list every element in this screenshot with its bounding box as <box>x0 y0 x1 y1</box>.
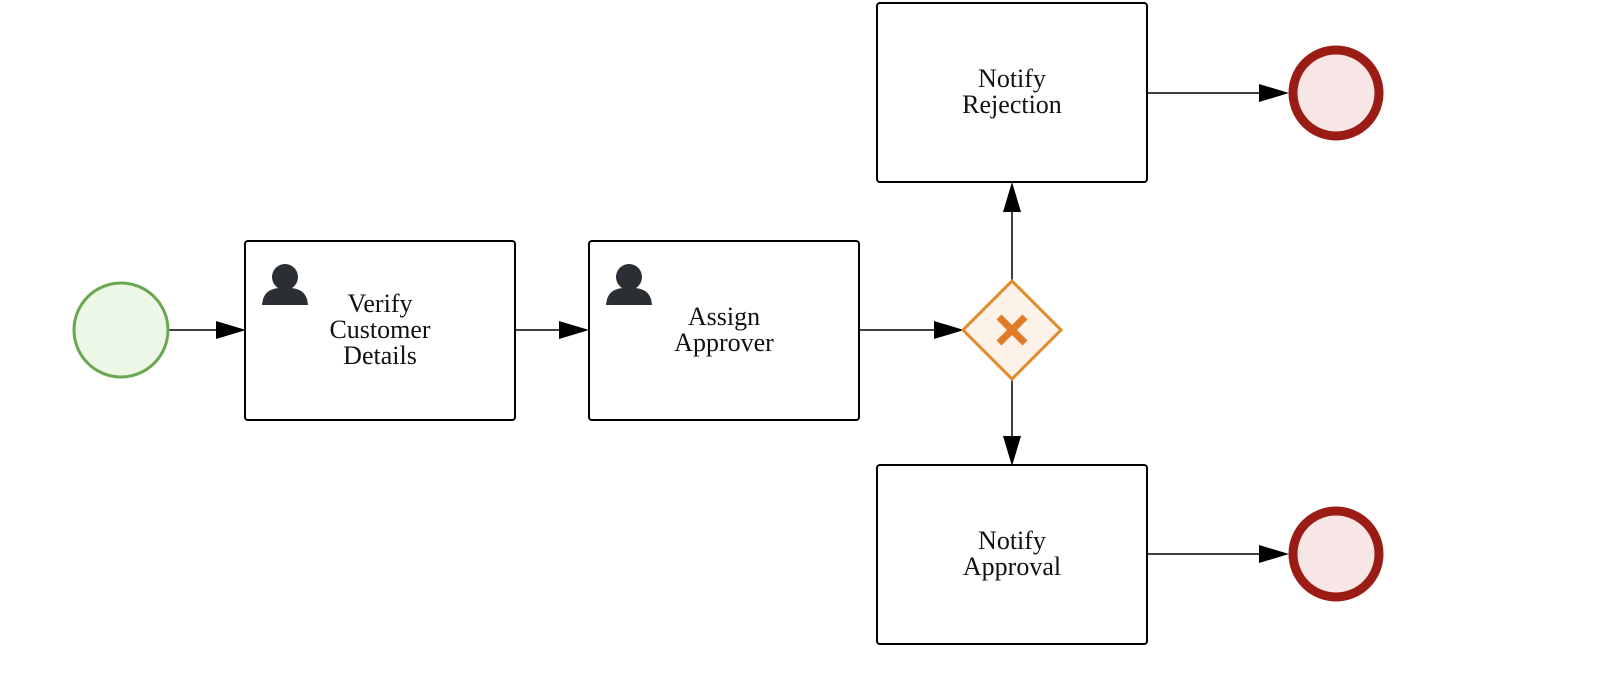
task-label-line: Rejection <box>962 90 1062 119</box>
exclusive-gateway[interactable] <box>960 278 1064 382</box>
arrow-head <box>1003 182 1021 212</box>
task-notify-approval[interactable]: Notify Approval <box>876 464 1148 645</box>
task-assign-approver[interactable]: Assign Approver <box>588 240 860 421</box>
task-label-line: Approver <box>674 328 774 357</box>
task-label-line: Details <box>343 341 417 370</box>
task-label-line: Notify <box>978 526 1046 555</box>
arrow-head <box>934 321 964 339</box>
task-label-line: Assign <box>688 302 760 331</box>
task-verify-customer-details[interactable]: Verify Customer Details <box>244 240 516 421</box>
x-icon <box>996 314 1028 346</box>
sequence-flows <box>167 84 1289 563</box>
task-box <box>876 464 1148 645</box>
end-event-rejection[interactable] <box>1288 45 1384 141</box>
arrow-head <box>1259 84 1289 102</box>
arrow-head <box>1259 545 1289 563</box>
user-icon <box>262 264 308 305</box>
task-label-line: Approval <box>963 552 1061 581</box>
arrow-head <box>1003 436 1021 466</box>
arrow-head <box>559 321 589 339</box>
arrow-head <box>216 321 246 339</box>
task-notify-rejection[interactable]: Notify Rejection <box>876 2 1148 183</box>
task-box <box>588 240 860 421</box>
task-label-line: Verify <box>348 289 413 318</box>
task-label-line: Notify <box>978 64 1046 93</box>
task-label-line: Customer <box>329 315 430 344</box>
end-event-approval[interactable] <box>1288 506 1384 602</box>
user-icon <box>606 264 652 305</box>
task-box <box>244 240 516 421</box>
start-event[interactable] <box>72 281 170 379</box>
task-box <box>876 2 1148 183</box>
